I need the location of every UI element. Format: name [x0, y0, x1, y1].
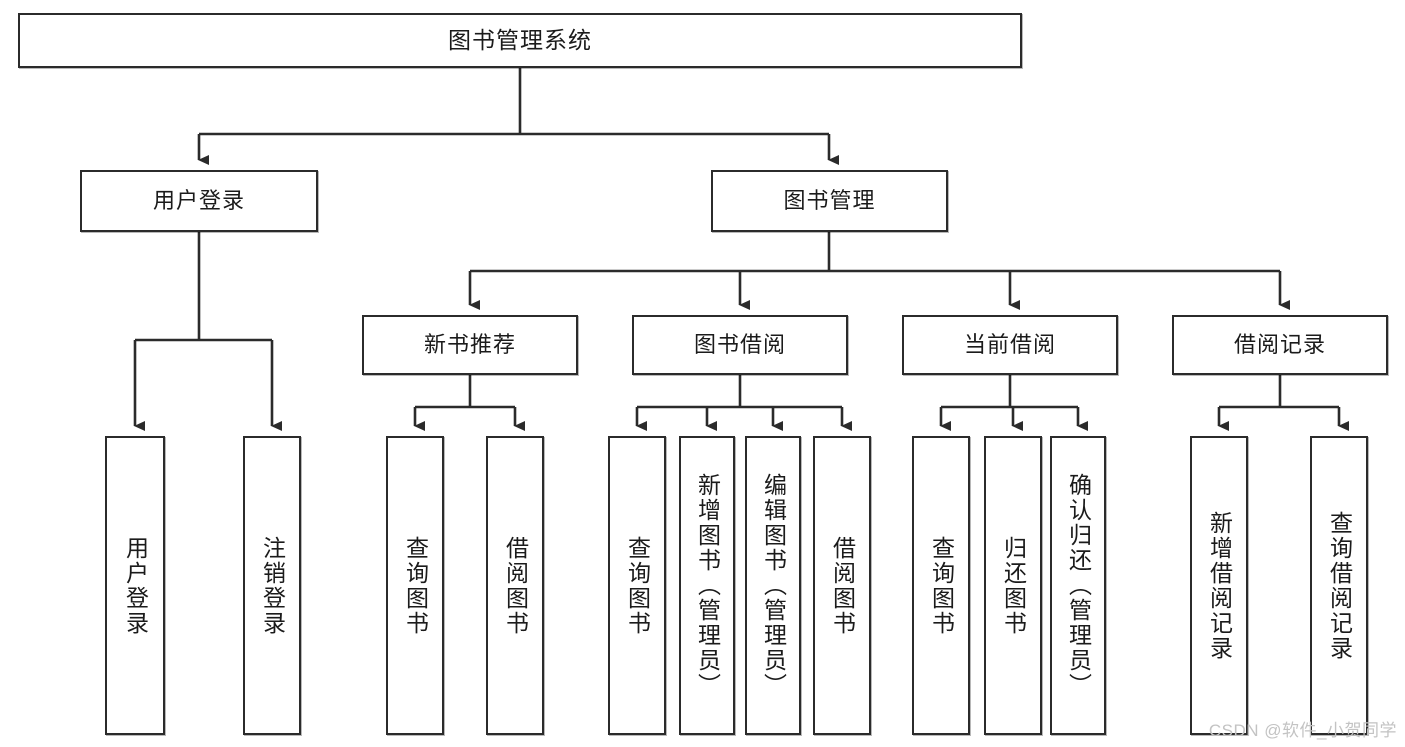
node-book-borrow-label: 图书借阅: [693, 332, 786, 358]
edge-current-borrow-to-leaves: [939, 375, 1088, 431]
node-leaf-confirm-return-admin[interactable]: 确认归还（管理员）: [1050, 436, 1106, 735]
node-leaf-query-book-2[interactable]: 查询图书: [608, 436, 666, 735]
node-leaf-query-borrow-record-label: 查询借阅记录: [1326, 510, 1353, 661]
node-user-login[interactable]: 用户登录: [80, 170, 318, 232]
node-leaf-add-borrow-record-label: 新增借阅记录: [1206, 510, 1233, 661]
node-leaf-user-login[interactable]: 用户登录: [105, 436, 165, 735]
node-root-system-label: 图书管理系统: [448, 27, 592, 54]
node-current-borrow[interactable]: 当前借阅: [902, 315, 1118, 375]
node-leaf-borrow-book-2-label: 借阅图书: [829, 535, 856, 636]
node-new-book-recommend[interactable]: 新书推荐: [362, 315, 578, 375]
node-leaf-query-borrow-record[interactable]: 查询借阅记录: [1310, 436, 1368, 735]
node-leaf-query-book-3-label: 查询图书: [928, 535, 955, 636]
node-leaf-logout-login[interactable]: 注销登录: [243, 436, 301, 735]
node-book-manage-label: 图书管理: [783, 188, 876, 214]
edge-borrow-record-to-leaves: [1217, 375, 1349, 431]
node-user-login-label: 用户登录: [152, 188, 245, 214]
node-leaf-borrow-book-1[interactable]: 借阅图书: [486, 436, 544, 735]
node-leaf-return-book-label: 归还图书: [1000, 535, 1027, 636]
node-leaf-edit-book-admin-label: 编辑图书（管理员）: [760, 473, 787, 698]
edge-book-borrow-to-leaves: [635, 375, 852, 431]
node-leaf-user-login-label: 用户登录: [122, 535, 149, 636]
edge-user-login-to-leaves: [133, 232, 282, 431]
node-leaf-confirm-return-admin-label: 确认归还（管理员）: [1065, 473, 1092, 698]
edge-new-book-to-leaves: [413, 375, 525, 431]
node-root-system[interactable]: 图书管理系统: [18, 13, 1022, 68]
node-book-manage[interactable]: 图书管理: [711, 170, 948, 232]
node-leaf-add-book-admin[interactable]: 新增图书（管理员）: [679, 436, 735, 735]
node-new-book-recommend-label: 新书推荐: [423, 332, 516, 358]
node-leaf-borrow-book-2[interactable]: 借阅图书: [813, 436, 871, 735]
node-borrow-record[interactable]: 借阅记录: [1172, 315, 1388, 375]
node-borrow-record-label: 借阅记录: [1233, 332, 1326, 358]
node-leaf-edit-book-admin[interactable]: 编辑图书（管理员）: [745, 436, 801, 735]
node-leaf-query-book-3[interactable]: 查询图书: [912, 436, 970, 735]
node-current-borrow-label: 当前借阅: [963, 332, 1056, 358]
node-leaf-query-book-1-label: 查询图书: [402, 535, 429, 636]
node-leaf-query-book-2-label: 查询图书: [624, 535, 651, 636]
node-leaf-add-borrow-record[interactable]: 新增借阅记录: [1190, 436, 1248, 735]
node-leaf-return-book[interactable]: 归还图书: [984, 436, 1042, 735]
node-leaf-query-book-1[interactable]: 查询图书: [386, 436, 444, 735]
node-leaf-logout-login-label: 注销登录: [259, 535, 286, 636]
edge-root-to-level2: [197, 68, 839, 165]
csdn-watermark: CSDN @软件_小贺同学: [1208, 721, 1397, 740]
node-book-borrow[interactable]: 图书借阅: [632, 315, 848, 375]
node-leaf-borrow-book-1-label: 借阅图书: [502, 535, 529, 636]
node-leaf-add-book-admin-label: 新增图书（管理员）: [694, 473, 721, 698]
edge-book-manage-to-level3: [468, 232, 1290, 310]
